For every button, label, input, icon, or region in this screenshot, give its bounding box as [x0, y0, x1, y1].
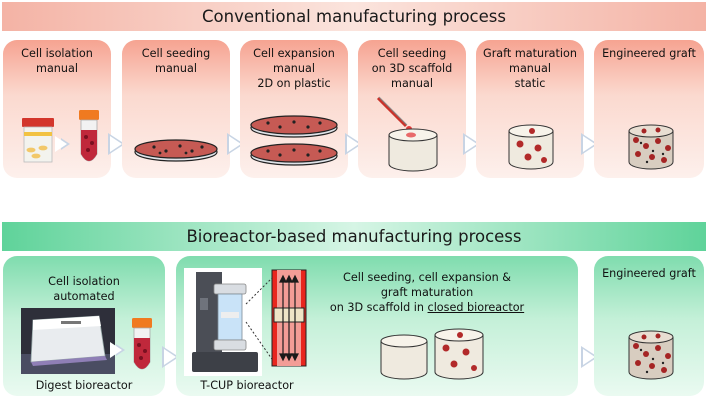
scaffold-with-cells-icon [434, 328, 484, 380]
step-label-line1: Engineered graft [602, 47, 696, 60]
step-cell-isolation-automated: Cell isolation automated Digest bioreact… [3, 256, 165, 396]
step-tcup-bioreactor: Cell seeding, cell expansion & graft mat… [176, 256, 578, 396]
step-engineered-graft-bioreactor: Engineered graft [594, 256, 704, 396]
process-arrow-icon [463, 133, 480, 155]
step-label-line3: static [514, 77, 546, 90]
step-graft-maturation: Graft maturation manual static [476, 40, 584, 178]
middle-label-line3-prefix: on 3D scaffold in [329, 301, 428, 314]
middle-label-line3: on 3D scaffold in closed bioreactor [276, 300, 578, 315]
middle-label-line2: graft maturation [380, 286, 474, 299]
middle-label-line1: Cell seeding, cell expansion & [343, 271, 511, 284]
closed-bioreactor-text: closed bioreactor [427, 301, 525, 314]
process-arrow-icon [581, 346, 598, 368]
step-label-line2: manual [509, 62, 551, 75]
step-cell-expansion: Cell expansion manual 2D on plastic [240, 40, 348, 178]
step-label-line2: manual [273, 62, 315, 75]
step-label-line3: manual [391, 77, 433, 90]
step-label-line1: Engineered graft [602, 267, 696, 280]
bioreactor-process-title: Bioreactor-based manufacturing process [186, 227, 522, 246]
blood-tube-icon [132, 318, 152, 370]
small-arrow-icon [110, 342, 125, 358]
step-engineered-graft: Engineered graft [594, 40, 704, 178]
engineered-graft-icon [628, 330, 674, 380]
step-label-line1: Cell isolation [21, 47, 93, 60]
blood-tube-icon [79, 110, 99, 162]
step-cell-isolation-manual: Cell isolation manual [3, 40, 111, 178]
step-label-line2: manual [36, 62, 78, 75]
engineered-graft-icon [628, 124, 674, 170]
step-cell-seeding-manual: Cell seeding manual [122, 40, 230, 178]
scaffold-with-cells-icon [508, 124, 554, 170]
tcup-bioreactor-caption: T-CUP bioreactor [200, 379, 294, 392]
petri-dish-icon [250, 143, 338, 166]
conventional-process-banner: Conventional manufacturing process [2, 2, 706, 31]
step-label-line1: Cell expansion [253, 47, 335, 60]
tcup-bioreactor-photo [184, 268, 262, 376]
process-arrow-icon [227, 133, 244, 155]
step-label-line1: Cell seeding [377, 47, 447, 60]
conventional-process-title: Conventional manufacturing process [202, 7, 506, 26]
process-arrow-icon [345, 133, 362, 155]
digest-bioreactor-photo [21, 308, 115, 374]
pipette-icon [376, 96, 412, 132]
step-label-line3: 2D on plastic [257, 77, 331, 90]
step-label-line2: automated [53, 290, 115, 303]
step-cell-seeding-3d-scaffold: Cell seeding on 3D scaffold manual [358, 40, 466, 178]
bioreactor-process-banner: Bioreactor-based manufacturing process [2, 222, 706, 251]
step-label-line1: Graft maturation [483, 47, 577, 60]
petri-dish-icon [134, 139, 218, 162]
small-arrow-icon [55, 136, 70, 152]
scaffold-cylinder-icon [388, 128, 438, 172]
step-label-line2: on 3D scaffold [371, 62, 453, 75]
process-arrow-icon [581, 133, 598, 155]
digest-bioreactor-caption: Digest bioreactor [35, 379, 133, 392]
zoom-lines-icon [245, 275, 275, 363]
scaffold-cylinder-icon [380, 334, 428, 380]
process-arrow-icon [162, 346, 179, 368]
perfusion-chamber-icon [271, 269, 307, 367]
petri-dish-icon [250, 115, 338, 138]
specimen-cup-icon [22, 118, 54, 163]
step-label-line1: Cell isolation [48, 275, 120, 288]
step-label-line1: Cell seeding [141, 47, 211, 60]
process-arrow-icon [108, 133, 125, 155]
step-label-line2: manual [155, 62, 197, 75]
